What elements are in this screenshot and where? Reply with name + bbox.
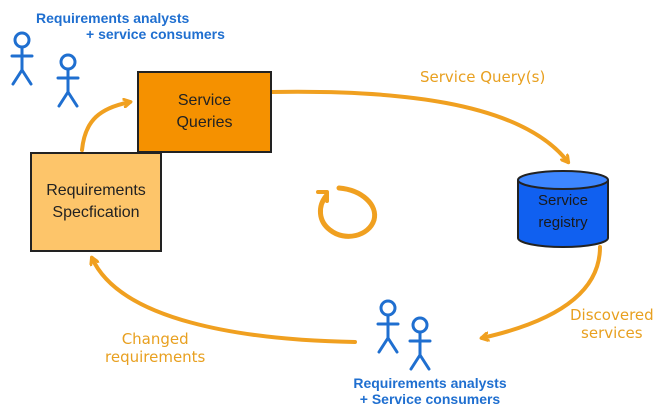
actor-icon [408, 316, 432, 371]
changed-requirements-label: Changed requirements [105, 330, 205, 366]
flow-arrow-changed-requirements [92, 258, 357, 344]
actor-icon [376, 299, 400, 354]
requirements-specification-box: Requirements Specfication [30, 152, 162, 252]
database-icon [517, 170, 609, 248]
cycle-icon [316, 185, 378, 239]
discovered-services-line2: services [581, 324, 643, 342]
bottom-actors-label-line1: Requirements analysts [353, 375, 507, 391]
top-actors-label: Requirements analysts + service consumer… [36, 10, 225, 42]
service-queries-box: Service Queries [137, 71, 272, 153]
service-registry-label: Service registry [518, 190, 608, 234]
bottom-actors-label-line2: + Service consumers [359, 391, 501, 407]
service-registry-line1: Service [537, 192, 589, 209]
flow-arrow-discovered-services [482, 245, 602, 338]
service-query-label: Service Query(s) [420, 68, 546, 86]
flow-arrow-to-queries [80, 102, 130, 152]
bottom-actors-label: Requirements analysts + Service consumer… [330, 375, 530, 407]
requirements-spec-line2: Specfication [52, 204, 140, 221]
changed-requirements-line1: Changed [121, 330, 189, 348]
service-queries-line2: Queries [176, 114, 233, 131]
top-actors-label-line2: + service consumers [86, 26, 225, 42]
changed-requirements-line2: requirements [105, 348, 206, 366]
requirements-spec-line1: Requirements [46, 182, 146, 199]
discovered-services-label: Discovered services [570, 306, 654, 342]
actor-icon [56, 53, 80, 108]
service-registry-line2: registry [538, 214, 588, 231]
discovered-services-line1: Discovered [570, 306, 654, 324]
actor-icon [10, 31, 34, 86]
top-actors-label-line1: Requirements analysts [36, 10, 190, 26]
service-queries-line1: Service [177, 92, 232, 109]
flow-arrow-service-query [270, 89, 568, 162]
